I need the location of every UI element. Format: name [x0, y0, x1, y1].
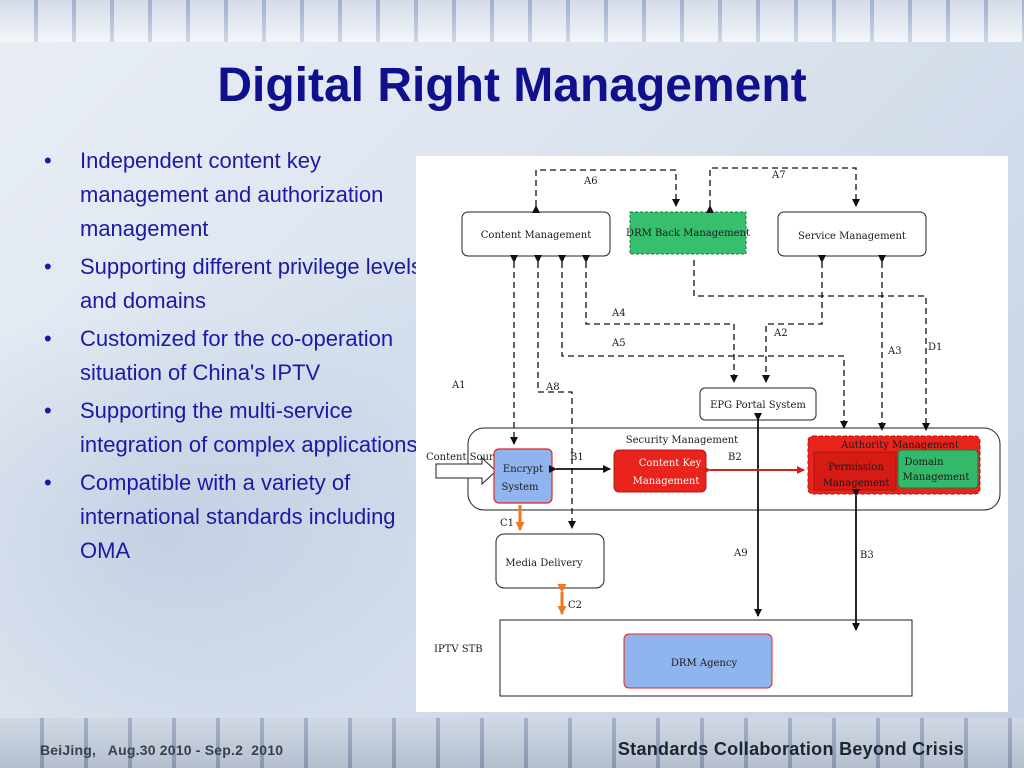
a2-connector	[762, 255, 826, 383]
iptv-stb-label: IPTV STB	[434, 644, 483, 655]
link-label-c2: C2	[568, 600, 582, 611]
content-key-management-label-line2: Management	[633, 476, 700, 487]
a8-connector	[534, 255, 576, 529]
dashed-connectors	[510, 167, 930, 529]
bullet-item: • Supporting the multi-service integratio…	[44, 394, 424, 462]
bullet-list: • Independent content key management and …	[44, 144, 424, 572]
domain-management-label-line2: Management	[903, 472, 970, 483]
bullet-text: Supporting different privilege levels an…	[80, 254, 423, 313]
bullet-text: Compatible with a variety of internation…	[80, 470, 396, 563]
drm-back-management-box	[629, 211, 747, 255]
a7-connector	[706, 167, 860, 213]
bullet-item: • Compatible with a variety of internatio…	[44, 466, 424, 568]
link-label-a7: A7	[771, 170, 786, 181]
link-label-b2: B2	[728, 452, 742, 463]
link-label-a6: A6	[583, 176, 598, 187]
footer-slogan: Standards Collaboration Beyond Crisis	[617, 739, 964, 759]
security-management-label: Security Management	[626, 435, 738, 446]
content-management-label: Content Management	[481, 230, 591, 241]
encrypt-system-label-line1: Encrypt	[503, 464, 543, 475]
epg-portal-system-label: EPG Portal System	[710, 400, 806, 411]
media-delivery-label: Media Delivery	[505, 558, 583, 569]
bullet-dot: •	[44, 148, 52, 173]
bullet-text: Independent content key management and a…	[80, 148, 384, 241]
service-management-label: Service Management	[798, 231, 906, 242]
authority-management-label: Authority Management	[840, 440, 959, 451]
bottom-decorative-band	[0, 718, 1024, 768]
link-label-a9: A9	[733, 548, 748, 559]
permission-management-box	[813, 451, 897, 491]
link-label-a5: A5	[611, 338, 626, 349]
bullet-text: Supporting the multi-service integration…	[80, 398, 418, 457]
a4-connector	[582, 255, 738, 383]
bullet-item: • Customized for the co-operation situati…	[44, 322, 424, 390]
domain-management-label-line1: Domain	[904, 457, 944, 468]
diagram-canvas: Content Management DRM Back Management S…	[426, 167, 1001, 697]
top-decorative-band	[0, 0, 1024, 42]
bullet-item: • Supporting different privilege levels a…	[44, 250, 424, 318]
media-delivery-box	[495, 533, 605, 589]
d1-connector	[693, 260, 930, 431]
drm-agency-label: DRM Agency	[671, 658, 738, 669]
content-source-label: Content Source	[426, 452, 505, 463]
link-label-d1: D1	[928, 342, 942, 353]
link-label-a3: A3	[887, 346, 902, 357]
content-key-management-label-line1: Content Key	[639, 458, 702, 469]
bullet-text: Customized for the co-operation situatio…	[80, 326, 394, 385]
bullet-dot: •	[44, 326, 52, 351]
link-label-a1: A1	[451, 380, 466, 391]
encrypt-system-box	[493, 448, 553, 504]
a6-connector	[532, 169, 680, 213]
drm-agency-box	[623, 633, 773, 689]
link-label-a4: A4	[611, 308, 626, 319]
domain-management-box	[897, 449, 979, 489]
link-label-a8: A8	[545, 382, 560, 393]
drm-back-management-label: DRM Back Management	[626, 228, 750, 239]
solid-connectors	[549, 413, 860, 631]
bullet-dot: •	[44, 254, 52, 279]
content-source-arrow	[435, 456, 497, 486]
link-label-b1: B1	[570, 452, 584, 463]
slide-title: Digital Right Management	[217, 59, 807, 112]
link-label-a2: A2	[773, 328, 788, 339]
bullet-item: • Independent content key management and …	[44, 144, 424, 246]
link-label-c1: C1	[500, 518, 514, 529]
encrypt-system-label-line2: System	[501, 482, 539, 493]
permission-management-label-line2: Management	[823, 478, 890, 489]
link-label-b3: B3	[860, 550, 874, 561]
bullet-dot: •	[44, 398, 52, 423]
bullet-dot: •	[44, 470, 52, 495]
permission-management-label-line1: Permission	[828, 462, 884, 473]
footer-location-date: BeiJing, Aug.30 2010 - Sep.2 2010	[40, 742, 284, 758]
drm-architecture-diagram: Content Management DRM Back Management S…	[416, 156, 1008, 712]
